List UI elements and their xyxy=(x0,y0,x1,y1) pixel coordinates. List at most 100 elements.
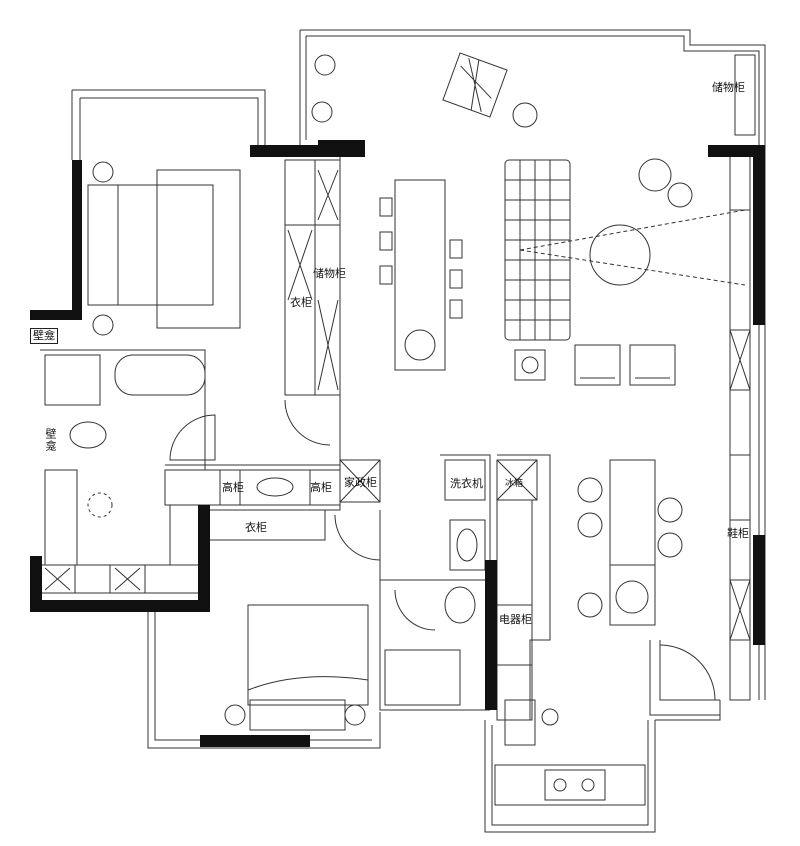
nightstand-bottom xyxy=(92,314,114,336)
label-shoe-cabinet: 鞋柜 xyxy=(727,527,749,540)
storage-cross-2 xyxy=(287,229,313,301)
plant-top-left xyxy=(314,54,336,76)
armchair-2 xyxy=(629,344,676,386)
master-bath-wall xyxy=(40,349,206,471)
label-washer: 洗衣机 xyxy=(450,477,483,490)
label-tall-cabinet-right: 高柜 xyxy=(310,481,332,494)
tv-projection xyxy=(519,209,746,286)
label-fridge: 冰箱 xyxy=(505,479,524,489)
top-right-storage xyxy=(734,54,756,136)
outer-wall-top-inner xyxy=(306,35,760,145)
shower-bath2 xyxy=(384,649,461,706)
plant-dining xyxy=(404,329,436,361)
kitchen-wall xyxy=(497,454,551,720)
wall-black-3 xyxy=(30,556,42,612)
door-master-bed xyxy=(284,399,331,446)
kitchen-outer xyxy=(484,720,656,833)
right-cabinet-div xyxy=(730,209,750,641)
bed2 xyxy=(247,604,369,706)
wall-black-4 xyxy=(30,600,210,612)
dining-table-top xyxy=(394,179,446,371)
stool-2 xyxy=(577,512,603,538)
toilet-master xyxy=(69,421,107,449)
bath2-wall xyxy=(379,510,490,711)
rug-grid xyxy=(460,58,492,112)
outer-wall-left-top xyxy=(299,30,307,145)
plant-top-left-2 xyxy=(311,101,333,123)
storage-cross-3 xyxy=(317,299,339,391)
kitchen-bottom-counter xyxy=(494,764,646,806)
kitchen-right-wall xyxy=(655,700,721,721)
bed2-pillows xyxy=(249,699,346,731)
cabinet-row-master xyxy=(39,564,206,594)
rug-tile xyxy=(442,52,508,118)
wall-black-9 xyxy=(485,560,497,710)
island-plant-box xyxy=(609,564,656,626)
kitchen-counter xyxy=(496,499,533,721)
sofa xyxy=(504,159,571,341)
stove xyxy=(544,769,606,801)
entry-wall xyxy=(649,640,720,716)
sofa-grid xyxy=(505,160,570,340)
right-cabinet xyxy=(729,154,751,701)
utility-wall xyxy=(380,454,491,581)
label-storage-top-right: 储物柜 xyxy=(712,81,745,94)
door-bath2 xyxy=(394,589,436,631)
nightstand2-right xyxy=(344,704,366,726)
side-table-2 xyxy=(667,182,693,208)
island xyxy=(609,459,656,566)
storage-cross-1 xyxy=(317,169,339,221)
label-wardrobe-master: 衣柜 xyxy=(290,296,312,309)
stool-1 xyxy=(577,477,603,503)
burner-2 xyxy=(581,778,595,792)
lamp xyxy=(521,356,539,374)
wall-black-7 xyxy=(318,140,365,157)
lamp-box xyxy=(514,349,546,381)
bathtub xyxy=(114,354,206,396)
burner-1 xyxy=(553,778,567,792)
bed2-duvet xyxy=(247,676,369,691)
nightstand-top xyxy=(92,161,114,183)
fridge-x xyxy=(496,459,538,501)
stool-4 xyxy=(657,497,683,523)
wall-black-12 xyxy=(753,535,765,645)
wall-black-5 xyxy=(198,505,210,605)
housekeeping-box xyxy=(339,459,381,503)
armchair-1 xyxy=(574,344,621,386)
plant-island xyxy=(615,580,649,614)
cabinet-row-dividers xyxy=(44,565,146,593)
vanity-master xyxy=(44,469,78,566)
wall-black-11 xyxy=(753,145,765,325)
coffee-table xyxy=(589,224,651,286)
label-wardrobe-second: 衣柜 xyxy=(245,521,267,534)
chair-t2 xyxy=(379,231,393,251)
chair-t5 xyxy=(449,269,463,289)
corridor-sink xyxy=(256,477,294,497)
toilet-bath2 xyxy=(444,586,476,624)
housekeeping-x xyxy=(339,459,381,503)
wall-black-2 xyxy=(30,310,82,320)
master-bed-headboard xyxy=(87,184,119,306)
nightstand2-left xyxy=(224,704,246,726)
balcony-left xyxy=(71,89,266,160)
corridor-dividers xyxy=(219,470,311,505)
chair-t4 xyxy=(449,239,463,259)
stool-5 xyxy=(657,532,683,558)
right-cabinet-x xyxy=(729,329,751,641)
label-storage-center: 储物柜 xyxy=(313,267,346,280)
wardrobe-frame xyxy=(284,159,341,396)
wall-black-8 xyxy=(200,735,310,747)
label-tall-cabinet-left: 高柜 xyxy=(222,481,244,494)
sink-master xyxy=(87,492,113,518)
wall-black-10 xyxy=(708,145,765,157)
outer-wall-top xyxy=(300,29,766,145)
shower-area xyxy=(44,354,101,406)
chair-t6 xyxy=(449,299,463,319)
stool-3 xyxy=(577,592,603,618)
sink-bath2 xyxy=(449,519,486,571)
side-table-3 xyxy=(512,102,538,128)
washer-box xyxy=(444,459,486,501)
chair-t3 xyxy=(379,265,393,285)
